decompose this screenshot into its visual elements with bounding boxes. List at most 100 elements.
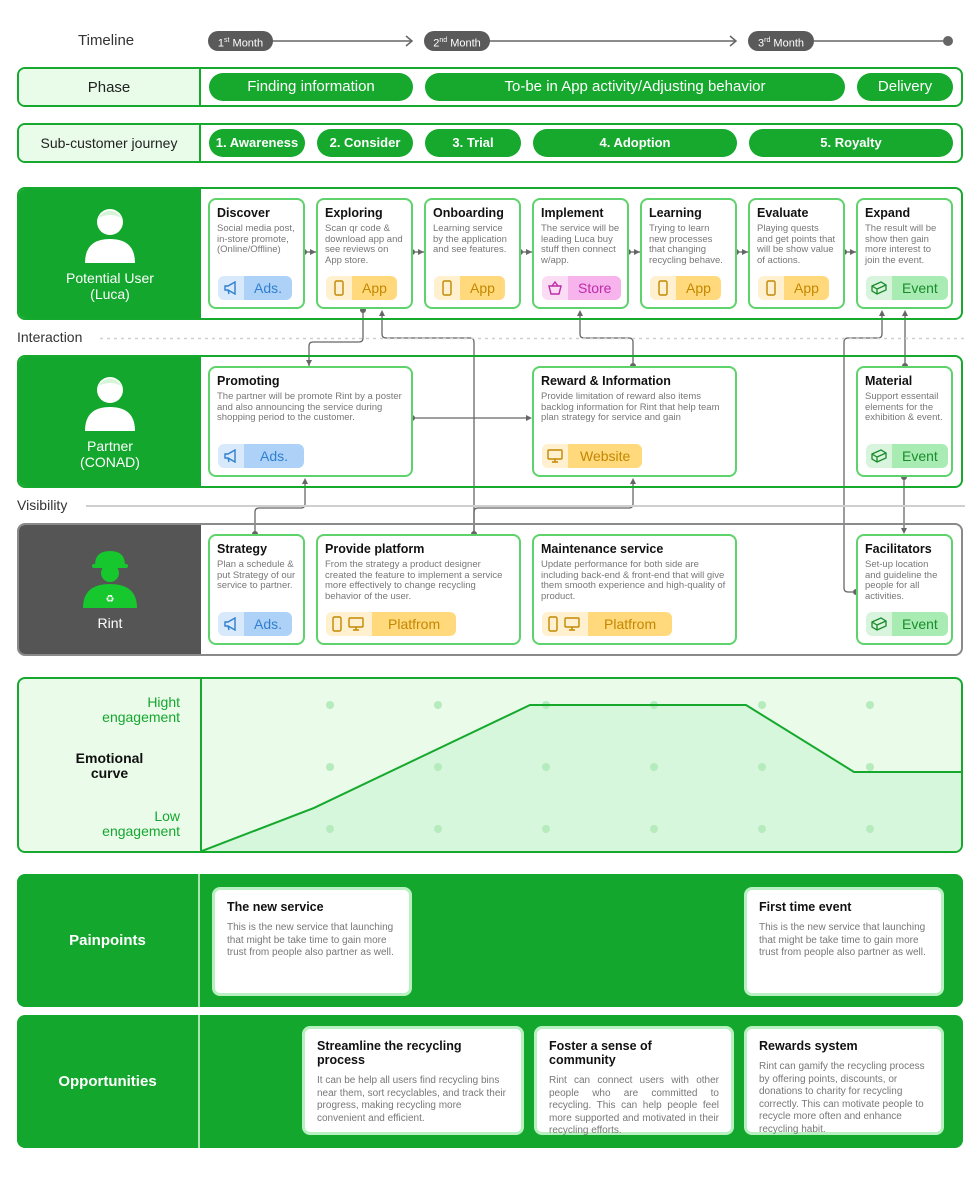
tag-app: App bbox=[758, 276, 829, 300]
interaction-line bbox=[100, 337, 965, 340]
card-implement: Implement The service will be leading Lu… bbox=[532, 198, 629, 309]
card-desc: Plan a schedule & put Strategy of our se… bbox=[217, 559, 296, 592]
phone-icon bbox=[326, 276, 352, 300]
timeline-month-3: 3rd Month bbox=[748, 31, 814, 51]
phone-icon bbox=[434, 276, 460, 300]
card-expand: Expand The result will be show then gain… bbox=[856, 198, 953, 309]
card-learning: Learning Trying to learn new processes t… bbox=[640, 198, 737, 309]
tag-app: App bbox=[434, 276, 505, 300]
card-onboarding: Onboarding Learning service by the appli… bbox=[424, 198, 521, 309]
tag-event: Event bbox=[866, 444, 948, 468]
card-provide-platform: Provide platform From the strategy a pro… bbox=[316, 534, 521, 645]
megaphone-icon bbox=[218, 276, 244, 300]
card-title: Foster a sense of community bbox=[549, 1039, 652, 1067]
lane-name-user: Potential User bbox=[66, 270, 154, 287]
emotion-curve-line bbox=[202, 704, 961, 851]
card-title: Learning bbox=[649, 206, 702, 220]
card-title: The new service bbox=[227, 900, 324, 914]
painpoint-card-first-event: First time event This is the new service… bbox=[744, 887, 944, 996]
emotion-high-label: Hight engagement bbox=[102, 694, 180, 725]
tag-ads: Ads. bbox=[218, 276, 293, 300]
timeline-label: Timeline bbox=[78, 32, 135, 49]
monitor-icon bbox=[542, 444, 568, 468]
journey-row: Sub-customer journey 1. Awareness 2. Con… bbox=[17, 123, 963, 163]
tag-platform: Platfrom bbox=[542, 612, 673, 636]
card-evaluate: Evaluate Playing quests and get points t… bbox=[748, 198, 845, 309]
tag-app: App bbox=[650, 276, 721, 300]
card-title: Reward & Information bbox=[541, 374, 671, 388]
card-discover: Discover Social media post, in-store pro… bbox=[208, 198, 305, 309]
emotional-curve-section: Hight engagement Emotional curve Low eng… bbox=[17, 677, 963, 853]
tag-app: App bbox=[326, 276, 397, 300]
ticket-icon bbox=[866, 276, 892, 300]
svg-text:♻: ♻ bbox=[106, 594, 115, 605]
journey-label: Sub-customer journey bbox=[19, 125, 201, 161]
lane-sub-user: (Luca) bbox=[90, 285, 130, 302]
basket-icon bbox=[542, 276, 568, 300]
card-desc: It can be help all users find recycling … bbox=[317, 1075, 506, 1124]
card-title: Rewards system bbox=[759, 1039, 858, 1053]
journey-consider: 2. Consider bbox=[317, 129, 413, 157]
card-desc: Rint can gamify the recycling process by… bbox=[759, 1061, 925, 1135]
card-desc: The result will be show then gain more i… bbox=[865, 223, 937, 266]
lane-partner: Partner (CONAD) bbox=[17, 355, 963, 488]
partner-icon bbox=[85, 377, 135, 432]
painpoints-label: Painpoints bbox=[69, 932, 146, 949]
visibility-line bbox=[86, 505, 965, 507]
journey-trial: 3. Trial bbox=[425, 129, 521, 157]
journey-adoption: 4. Adoption bbox=[533, 129, 737, 157]
card-title: Evaluate bbox=[757, 206, 809, 220]
timeline-arrows bbox=[272, 35, 953, 47]
lane-head-partner: Partner (CONAD) bbox=[19, 357, 201, 486]
phase-finding-information: Finding information bbox=[209, 73, 413, 101]
card-title: Promoting bbox=[217, 374, 280, 388]
card-title: Facilitators bbox=[865, 542, 932, 556]
journey-awareness: 1. Awareness bbox=[209, 129, 305, 157]
lane-head-rint: ♻ Rint bbox=[19, 525, 201, 654]
emotion-divider bbox=[200, 679, 202, 851]
lane-head-user: Potential User (Luca) bbox=[19, 189, 201, 318]
card-desc: Set-up location and guideline the people… bbox=[865, 559, 938, 602]
rint-worker-icon: ♻ bbox=[83, 550, 137, 608]
tag-store: Store bbox=[542, 276, 622, 300]
phone-monitor-icon bbox=[326, 612, 372, 636]
opportunities-divider bbox=[198, 1015, 200, 1148]
card-reward-information: Reward & Information Provide limitation … bbox=[532, 366, 737, 477]
phone-icon bbox=[758, 276, 784, 300]
phase-delivery: Delivery bbox=[857, 73, 953, 101]
opportunity-card-streamline: Streamline the recycling process It can … bbox=[302, 1026, 524, 1135]
timeline-month-1: 1st Month bbox=[208, 31, 273, 51]
card-desc: This is the new service that launching t… bbox=[759, 922, 926, 958]
card-promoting: Promoting The partner will be promote Ri… bbox=[208, 366, 413, 477]
card-desc: Provide limitation of reward also items … bbox=[541, 391, 720, 424]
phase-row: Phase Finding information To-be in App a… bbox=[17, 67, 963, 107]
card-title: Streamline the recycling process bbox=[317, 1039, 462, 1067]
tag-ads: Ads. bbox=[218, 444, 305, 468]
tag-event: Event bbox=[866, 276, 948, 300]
card-title: First time event bbox=[759, 900, 852, 914]
megaphone-icon bbox=[218, 444, 244, 468]
card-desc: Scan qr code & download app and see revi… bbox=[325, 223, 403, 266]
card-exploring: Exploring Scan qr code & download app an… bbox=[316, 198, 413, 309]
ticket-icon bbox=[866, 612, 892, 636]
phone-icon bbox=[650, 276, 676, 300]
card-desc: From the strategy a product designer cre… bbox=[325, 559, 503, 602]
phone-monitor-icon bbox=[542, 612, 588, 636]
journey-royalty: 5. Royalty bbox=[749, 129, 953, 157]
emotion-low-label: Low engagement bbox=[102, 808, 180, 839]
lane-sub-partner: (CONAD) bbox=[80, 453, 140, 470]
emotion-curve-chart bbox=[202, 701, 961, 851]
card-desc: This is the new service that launching t… bbox=[227, 922, 394, 958]
card-desc: Learning service by the application and … bbox=[433, 223, 507, 256]
card-maintenance-service: Maintenance service Update performance f… bbox=[532, 534, 737, 645]
painpoint-card-new-service: The new service This is the new service … bbox=[212, 887, 412, 996]
card-title: Onboarding bbox=[433, 206, 504, 220]
megaphone-icon bbox=[218, 612, 244, 636]
card-title: Maintenance service bbox=[541, 542, 664, 556]
emotion-grid-dots bbox=[326, 701, 874, 833]
lane-name-rint: Rint bbox=[97, 614, 123, 631]
opportunity-card-community: Foster a sense of community Rint can con… bbox=[534, 1026, 734, 1136]
emotion-label: Emotional curve bbox=[75, 750, 144, 781]
card-desc: The partner will be promote Rint by a po… bbox=[217, 391, 402, 424]
card-desc: The service will be leading Luca buy stu… bbox=[541, 223, 620, 266]
